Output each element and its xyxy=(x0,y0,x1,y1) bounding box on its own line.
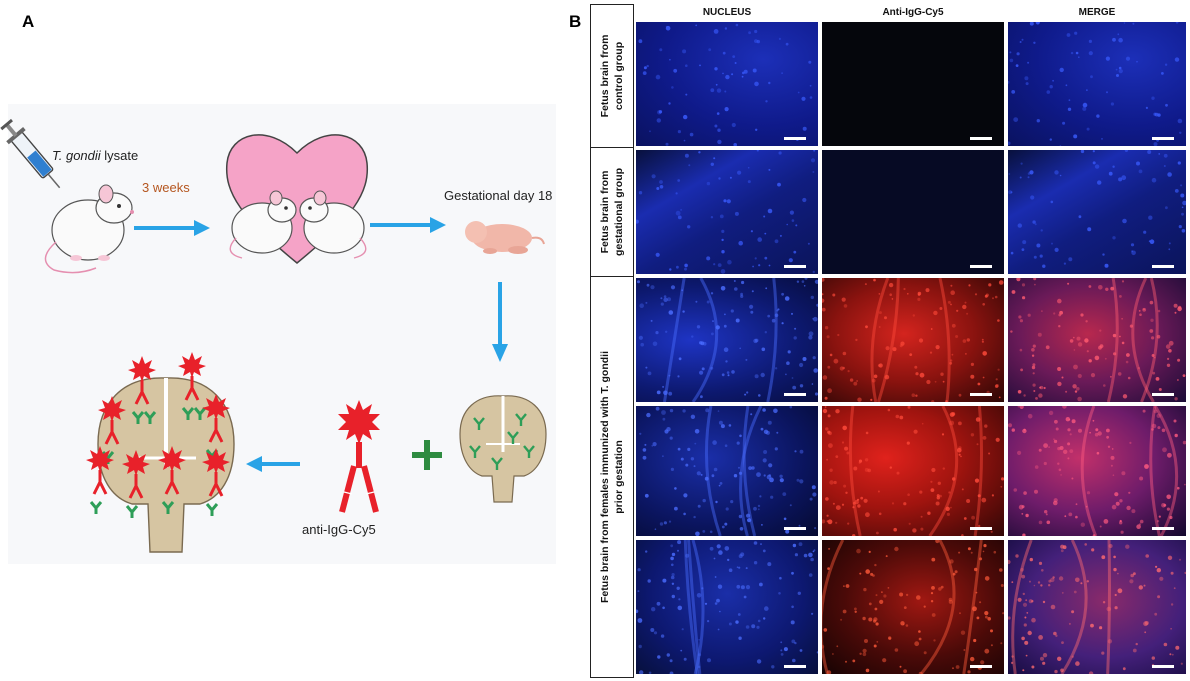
micrograph-nucleus-row-4 xyxy=(636,406,818,536)
micrograph-igg-row-1 xyxy=(822,22,1004,146)
brain-icon xyxy=(459,395,547,503)
micrograph-igg-row-2 xyxy=(822,150,1004,274)
micrograph-nucleus-row-5 xyxy=(636,540,818,674)
arrow-weeks-label: 3 weeks xyxy=(142,180,190,195)
gestational-day-label: Gestational day 18 xyxy=(444,188,553,203)
micrograph-grid: NUCLEUS Anti-IgG-Cy5 MERGE Fetus brain f… xyxy=(590,4,1186,678)
scale-bar xyxy=(970,137,992,140)
scale-bar xyxy=(784,665,806,668)
column-header-nucleus: NUCLEUS xyxy=(702,7,752,18)
syringe-icon xyxy=(0,118,61,189)
micrograph-igg-row-4 xyxy=(822,406,1004,536)
arrow-right-icon xyxy=(370,217,446,233)
micrograph-texture xyxy=(637,278,818,402)
scale-bar xyxy=(1152,393,1174,396)
scale-bar xyxy=(970,265,992,268)
micrograph-merge-row-5 xyxy=(1008,540,1186,674)
micrograph-texture xyxy=(1008,406,1186,536)
scale-bar xyxy=(1152,665,1174,668)
column-header-igg: Anti-IgG-Cy5 xyxy=(882,7,944,18)
micrograph-merge-row-4 xyxy=(1008,406,1186,536)
micrograph-igg-row-5 xyxy=(822,540,1004,674)
micrograph-texture xyxy=(636,540,818,674)
arrow-down-icon xyxy=(492,282,508,362)
micrograph-texture xyxy=(638,23,813,146)
micrograph-texture xyxy=(1008,150,1186,268)
labeled-brain-icon xyxy=(86,352,235,553)
scale-bar xyxy=(784,393,806,396)
micrograph-nucleus-row-3 xyxy=(636,278,818,402)
micrograph-texture xyxy=(822,278,1004,402)
micrograph-texture xyxy=(636,150,816,274)
plus-icon xyxy=(412,440,442,470)
micrograph-merge-row-2 xyxy=(1008,150,1186,274)
micrograph-texture xyxy=(1008,540,1186,674)
micrograph-texture xyxy=(639,406,817,536)
micrograph-nucleus-row-1 xyxy=(636,22,818,146)
scale-bar xyxy=(970,393,992,396)
mouse-icon xyxy=(44,184,134,274)
micrograph-texture xyxy=(822,540,1004,674)
panel-b-letter: B xyxy=(569,12,582,31)
micrograph-igg-row-3 xyxy=(822,278,1004,402)
micrograph-merge-row-1 xyxy=(1008,22,1186,146)
antibody-label: anti-IgG-Cy5 xyxy=(302,522,376,537)
antibody-icon xyxy=(338,400,380,513)
micrograph-texture xyxy=(1008,22,1183,146)
scale-bar xyxy=(784,527,806,530)
arrow-left-icon xyxy=(246,456,300,472)
scale-bar xyxy=(784,137,806,140)
heart-icon xyxy=(225,134,369,264)
micrograph-texture xyxy=(1010,278,1186,402)
panel-a-letter: A xyxy=(22,12,35,31)
micrograph-nucleus-row-2 xyxy=(636,150,818,274)
scale-bar xyxy=(1152,265,1174,268)
micrograph-texture xyxy=(822,406,1004,536)
scale-bar xyxy=(970,665,992,668)
scale-bar xyxy=(1152,137,1174,140)
row-label-immunized: Fetus brain from females immunized with … xyxy=(590,276,634,678)
arrow-right-icon xyxy=(134,220,210,236)
scale-bar xyxy=(1152,527,1174,530)
scale-bar xyxy=(970,527,992,530)
column-header-merge: MERGE xyxy=(1078,7,1116,18)
syringe-label: T. gondii lysate xyxy=(52,148,139,163)
micrograph-merge-row-3 xyxy=(1008,278,1186,402)
scale-bar xyxy=(784,265,806,268)
fetus-icon xyxy=(465,221,545,254)
